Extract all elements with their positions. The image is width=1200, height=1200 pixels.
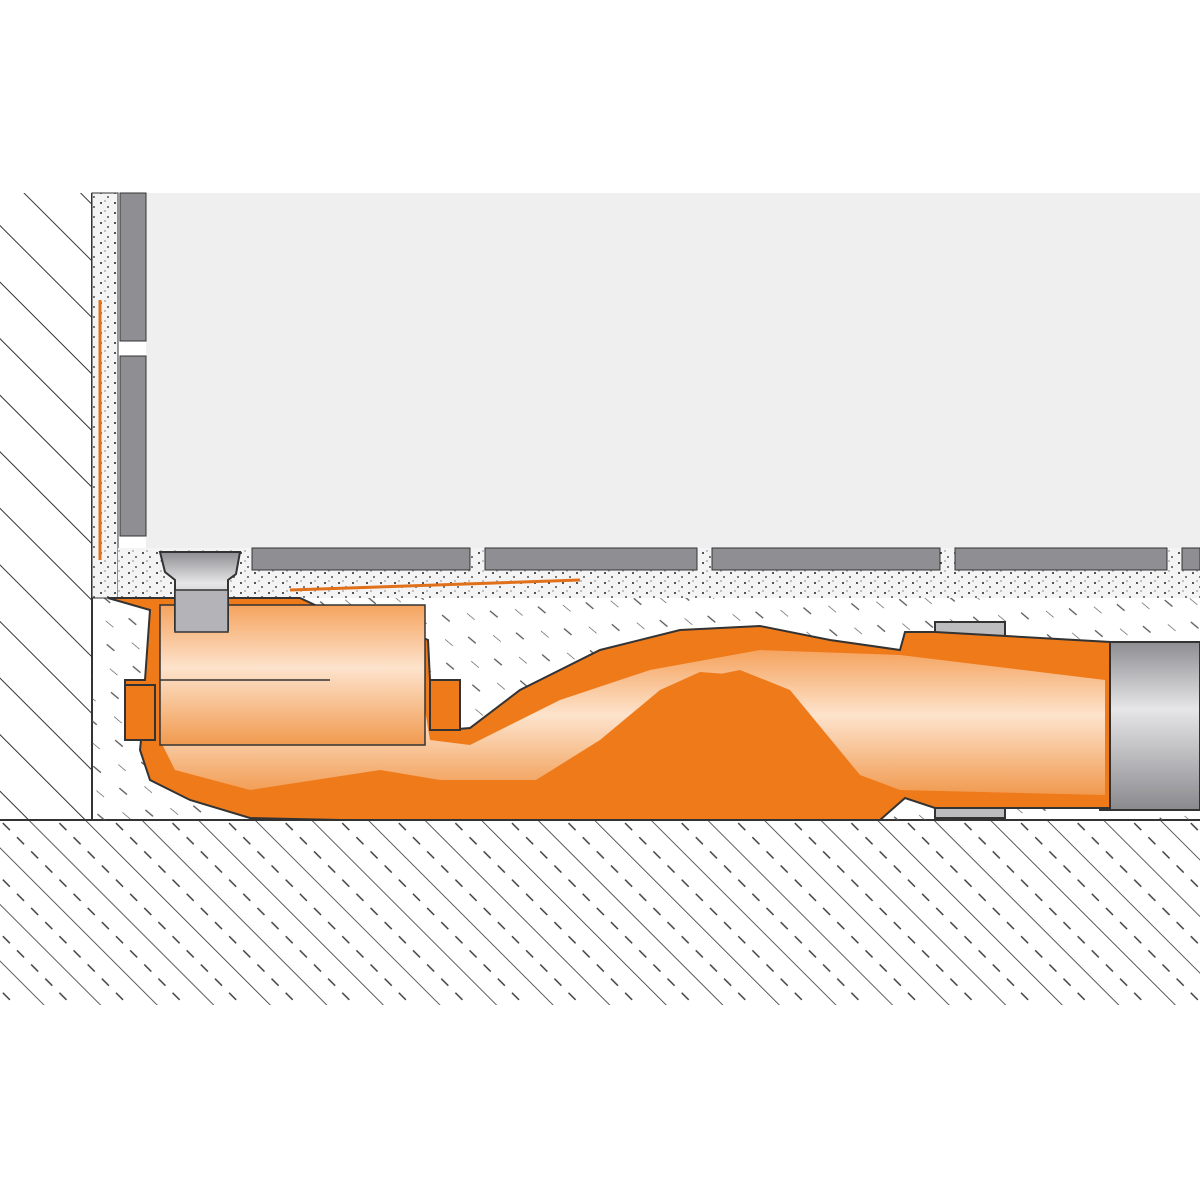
outlet-pipe xyxy=(1099,641,1200,811)
floor-tiles xyxy=(251,547,1200,571)
concrete-floor-slab xyxy=(0,820,1200,1005)
drain-clip-right xyxy=(429,679,461,731)
wall-adhesive-layer xyxy=(91,192,119,599)
masonry-wall xyxy=(0,193,92,820)
drain-clip-left xyxy=(124,684,156,741)
floor-waterproof-membrane xyxy=(289,578,581,592)
room-interior xyxy=(146,193,1200,548)
drain-grate-insert xyxy=(158,551,242,633)
wall-tiles xyxy=(119,192,147,537)
drain-inner-hump xyxy=(520,672,880,800)
